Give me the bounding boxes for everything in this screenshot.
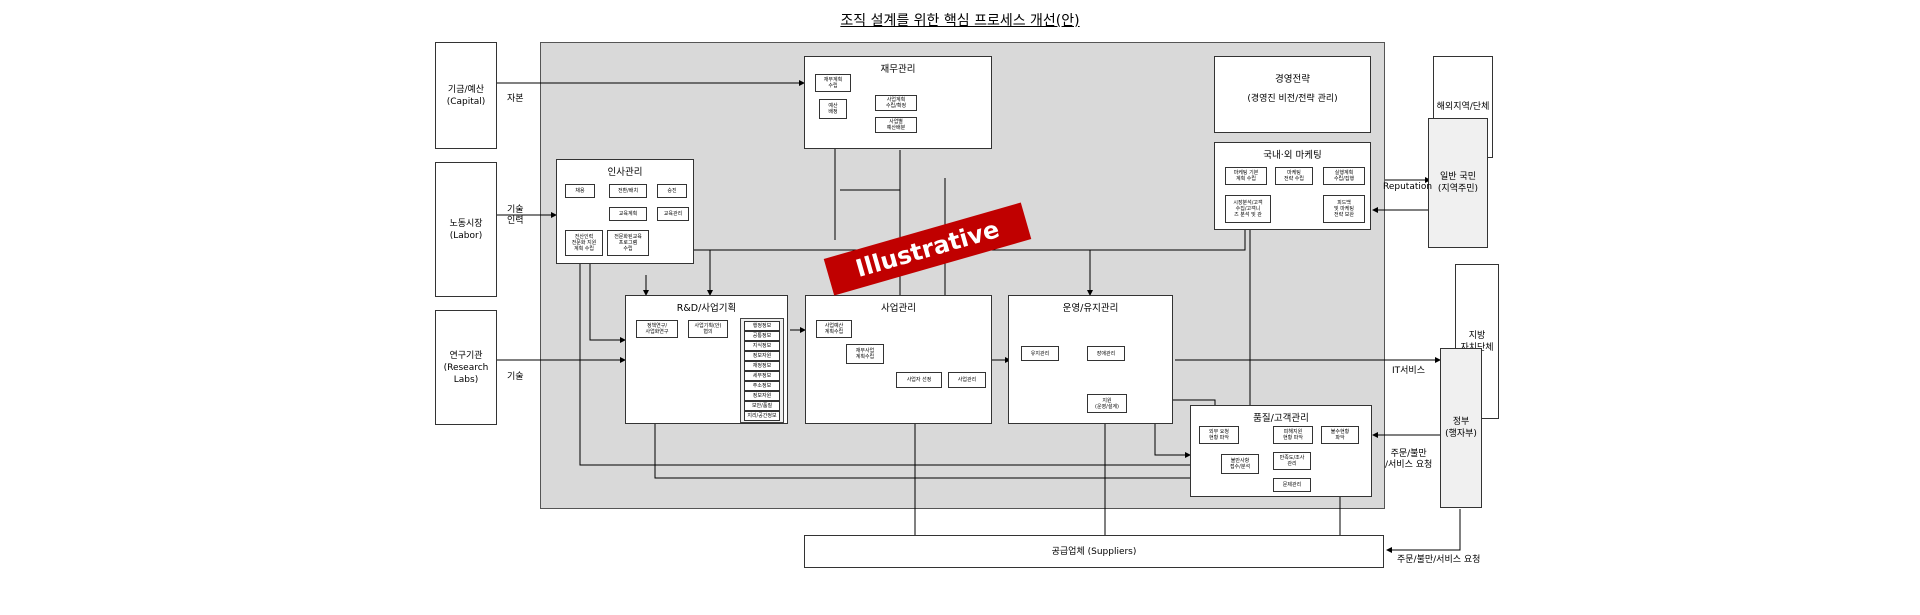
hr-item: 전문화된교육 프로그램 수립: [607, 230, 649, 256]
marketing-block: 국내·외 마케팅 마케팅 기본 계획 수립 마케팅 전략 수립 실행계획 수립/…: [1214, 142, 1371, 230]
business-item: 재무사업 계획수립: [846, 344, 884, 364]
business-block: 사업관리 사업예산 계획수립 재무사업 계획수립 사업자 선정 사업관리: [805, 295, 992, 424]
quality-item: 불수현황 파악: [1321, 426, 1359, 444]
quality-item: 불만사항 접수/분석: [1221, 454, 1259, 474]
operation-item: 장애관리: [1087, 346, 1125, 361]
hr-item: 교육계획: [609, 207, 647, 221]
operation-item: 유지관리: [1021, 346, 1059, 361]
quality-item: 문제관리: [1273, 478, 1311, 492]
rnd-list-item: 공통정보: [744, 331, 780, 341]
quality-item: 피해지원 현황 파악: [1273, 426, 1313, 444]
rnd-list-item: 세무정보: [744, 371, 780, 381]
hr-item: 승진: [657, 184, 687, 198]
hr-item: 채용: [565, 184, 595, 198]
quality-item: 만족도/조사 관리: [1273, 452, 1311, 470]
strategy-block: 경영전략 (경영진 비전/전략 관리): [1214, 56, 1371, 133]
marketing-item: 시장분석/고객 수집/고객니 즈 분석 및 관: [1225, 195, 1271, 223]
strategy-title: 경영전략: [1275, 74, 1310, 85]
gov-box: 정부 (행자부): [1440, 348, 1482, 508]
finance-item: 예산 배정: [819, 99, 847, 119]
public-box: 일반 국민 (지역주민): [1428, 118, 1488, 248]
business-title: 사업관리: [881, 303, 916, 314]
strategy-subtitle: (경영진 비전/전략 관리): [1247, 94, 1338, 104]
business-item: 사업관리: [948, 372, 986, 388]
rnd-list-item: 정보자원: [744, 391, 780, 401]
research-labs-box: 연구기관 (Research Labs): [435, 310, 497, 425]
operation-title: 운영/유지관리: [1062, 303, 1119, 314]
rnd-list-item: 행정정보: [744, 321, 780, 331]
hr-item: 전환/배치: [609, 184, 647, 198]
quality-title: 품질/고객관리: [1253, 413, 1309, 424]
hr-item: 전산인력 전문화 지원 계획 수립: [565, 230, 603, 256]
marketing-title: 국내·외 마케팅: [1263, 150, 1322, 161]
rnd-item: 사업기획(안) 협의: [688, 320, 728, 338]
capital-flow-label: 자본: [507, 94, 524, 104]
operation-block: 운영/유지관리 유지관리 장애관리 지원 (운영/설계): [1008, 295, 1173, 424]
operation-item: 지원 (운영/설계): [1087, 394, 1127, 413]
marketing-item: 마케팅 전략 수립: [1275, 167, 1313, 185]
finance-item: 재무계획 수립: [815, 74, 851, 92]
business-item: 사업자 선정: [896, 372, 942, 388]
rnd-list-item: 보안/품질: [744, 401, 780, 411]
capital-box: 기금/예산 (Capital): [435, 42, 497, 149]
suppliers-box: 공급업체 (Suppliers): [804, 535, 1384, 568]
rnd-block: R&D/사업기획 정책연구/ 사업화연구 사업기획(안) 협의 행정정보 공통정…: [625, 295, 788, 424]
finance-title: 재무관리: [880, 64, 916, 75]
labor-box: 노동시장 (Labor): [435, 162, 497, 297]
finance-block: 재무관리 재무계획 수립 예산 배정 사업계획 수립/확정 사업별 예산배분: [804, 56, 992, 149]
suppliers-flow-label: 주문/불만/서비스 요청: [1397, 555, 1481, 565]
requests-label: 주문/불만 /서비스 요청: [1385, 449, 1433, 470]
rnd-list-item: 지식정보: [744, 341, 780, 351]
rnd-list-item: 지리/공간정보: [744, 411, 780, 421]
labor-flow-label: 기술 인력: [507, 205, 524, 226]
business-item: 사업예산 계획수립: [816, 320, 852, 338]
quality-item: 외부 요청 현황 파악: [1199, 426, 1239, 444]
marketing-item: 실행계획 수립/집행: [1323, 167, 1365, 185]
finance-item: 사업계획 수립/확정: [875, 95, 917, 111]
hr-title: 인사관리: [607, 167, 643, 178]
it-service-label: IT서비스: [1392, 366, 1425, 376]
rnd-list-item: 주소정보: [744, 381, 780, 391]
reputation-label: Reputation: [1383, 182, 1433, 192]
rnd-item: 정책연구/ 사업화연구: [636, 320, 678, 338]
hr-item: 교육관리: [657, 207, 689, 221]
rnd-title: R&D/사업기획: [676, 303, 737, 314]
finance-item: 사업별 예산배분: [875, 117, 917, 133]
quality-block: 품질/고객관리 외부 요청 현황 파악 피해지원 현황 파악 불수현황 파악 불…: [1190, 405, 1372, 497]
marketing-item: 마케팅 기본 계획 수립: [1225, 167, 1267, 185]
rnd-list-item: 재정정보: [744, 361, 780, 371]
research-flow-label: 기술: [507, 372, 524, 382]
page-title: 조직 설계를 위한 핵심 프로세스 개선(안): [840, 13, 1080, 29]
hr-block: 인사관리 채용 전환/배치 승진 교육계획 교육관리 전산인력 전문화 지원 계…: [556, 159, 694, 264]
rnd-list-item: 정보자원: [744, 351, 780, 361]
marketing-item: 피드백 및 마케팅 전략 보완: [1323, 195, 1365, 223]
